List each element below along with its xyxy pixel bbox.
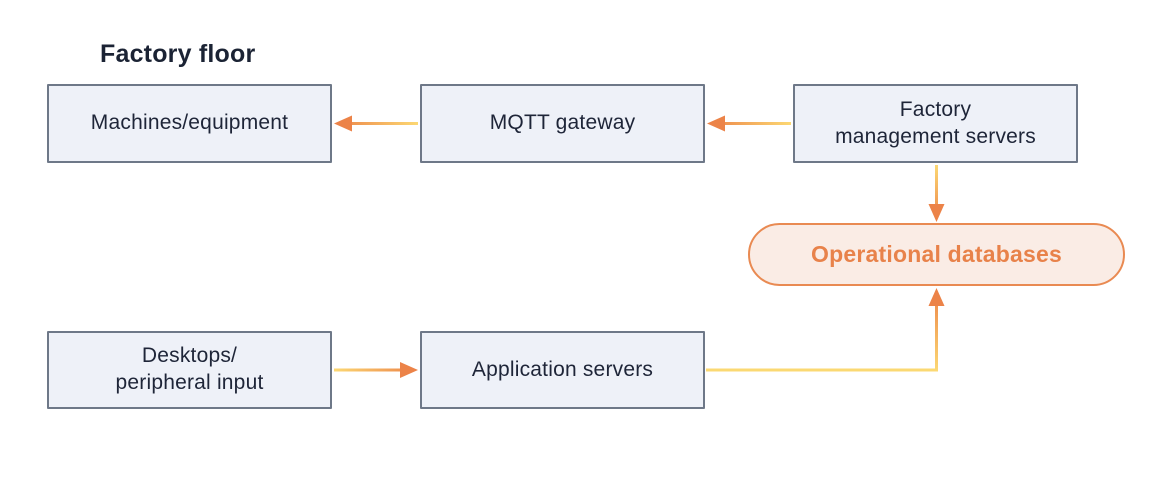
node-label-line2: management servers: [835, 124, 1036, 148]
node-label-line2: peripheral input: [115, 371, 264, 394]
arrowhead-left-icon: [334, 115, 352, 132]
arrow-factory-to-db: [928, 165, 945, 222]
node-machines-equipment: Machines/equipment: [47, 84, 332, 163]
arrowhead-down-icon: [928, 204, 945, 222]
arrow-factory-to-mqtt: [707, 115, 791, 132]
node-mqtt-gateway: MQTT gateway: [420, 84, 705, 163]
node-label: Application servers: [471, 357, 654, 381]
arrow-desktops-to-app: [334, 362, 418, 378]
node-operational-databases: Operational databases: [748, 223, 1125, 286]
node-desktops-peripheral-input: Desktops/ peripheral input: [47, 331, 332, 409]
node-label: MQTT gateway: [489, 111, 636, 135]
arrowhead-left-icon: [707, 115, 725, 132]
arrowhead-right-icon: [400, 362, 418, 378]
arrow-mqtt-to-machines: [334, 115, 418, 132]
node-label-line1: Desktops/: [141, 344, 238, 368]
arrow-app-to-db: [706, 288, 945, 372]
node-label-line1: Factory: [899, 97, 972, 121]
node-label: Operational databases: [811, 241, 1062, 267]
node-label: Machines/equipment: [90, 111, 289, 135]
diagram-title: Factory floor: [100, 40, 256, 68]
arrowhead-up-icon: [928, 288, 945, 306]
node-application-servers: Application servers: [420, 331, 705, 409]
node-factory-management-servers: Factory management servers: [793, 84, 1078, 163]
